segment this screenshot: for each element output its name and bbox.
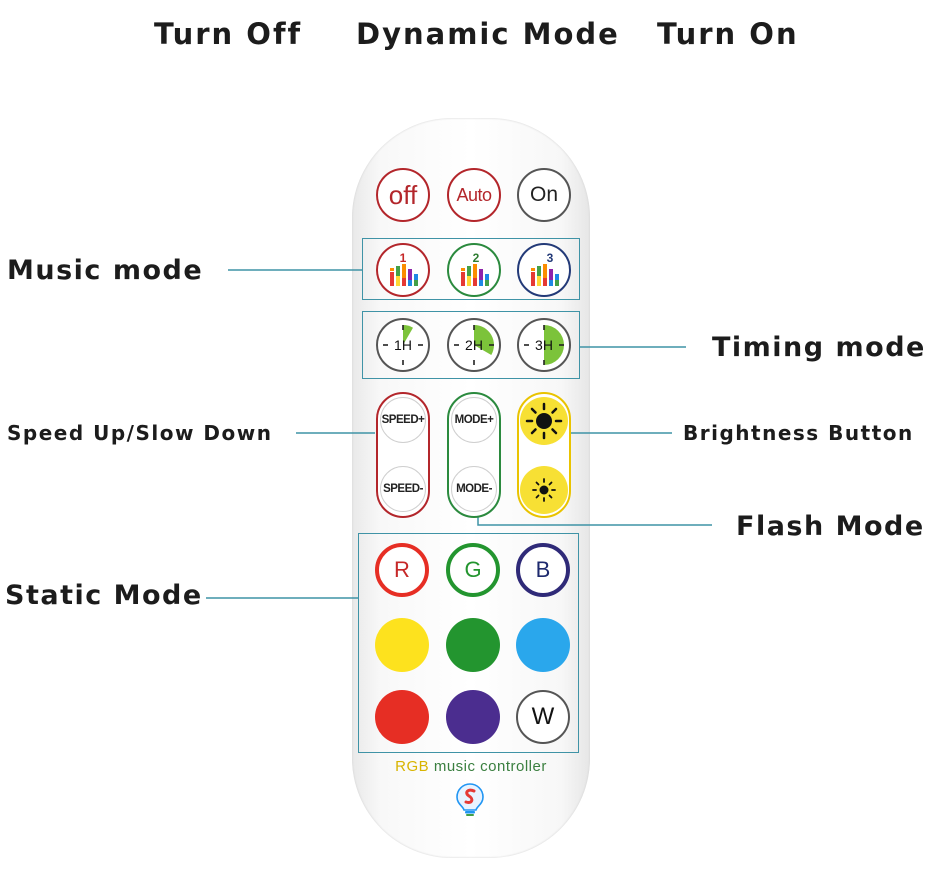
on-button[interactable]: On <box>517 168 571 222</box>
speed-label: Speed Up/Slow Down <box>7 421 273 445</box>
blue-button-label: B <box>535 557 551 582</box>
red-button-label: R <box>394 557 410 582</box>
mode-pill: MODE+ MODE- <box>447 392 501 518</box>
timer-2h-label: 2H <box>465 337 483 353</box>
brand-rest: music controller <box>429 758 547 775</box>
brightness-up-button[interactable] <box>520 397 568 445</box>
mode-down-button[interactable]: MODE- <box>451 466 497 512</box>
red-button[interactable]: R <box>375 543 429 597</box>
music-mode-2-number: 2 <box>473 251 480 265</box>
timer-1h-label: 1H <box>394 337 412 353</box>
turn-off-label: Turn Off <box>154 17 303 51</box>
music-mode-1-button[interactable]: 1 <box>376 243 430 297</box>
auto-button-label: Auto <box>456 184 492 205</box>
equalizer-icon: 3 <box>531 251 559 286</box>
timer-3h-label: 3H <box>535 337 553 353</box>
sun-icon <box>525 402 563 440</box>
logo-icon <box>456 783 484 816</box>
timer-1h-button[interactable]: 1H <box>376 318 430 372</box>
purple-button[interactable] <box>446 690 500 744</box>
brand-rgb: RGB <box>395 758 430 775</box>
off-button[interactable]: off <box>376 168 430 222</box>
music-mode-label: Music mode <box>7 255 204 286</box>
speed-up-label: SPEED+ <box>381 414 425 426</box>
clock-icon: 2H <box>454 325 494 365</box>
yellow-button[interactable] <box>375 618 429 672</box>
sun-icon <box>532 478 556 502</box>
static-mode-label: Static Mode <box>5 580 203 611</box>
green-button-label: G <box>464 557 482 582</box>
timer-3h-button[interactable]: 3H <box>517 318 571 372</box>
brightness-down-button[interactable] <box>520 466 568 514</box>
flash-mode-label: Flash Mode <box>736 511 925 542</box>
brightness-label: Brightness Button <box>683 421 914 445</box>
white-button[interactable]: W <box>516 690 570 744</box>
speed-up-button[interactable]: SPEED+ <box>380 397 426 443</box>
music-mode-3-number: 3 <box>547 251 554 265</box>
sky-blue-button[interactable] <box>516 618 570 672</box>
speed-down-label: SPEED- <box>383 483 423 495</box>
dark-green-button[interactable] <box>446 618 500 672</box>
flash-leader <box>477 510 712 526</box>
timing-group-box <box>362 311 580 379</box>
mode-up-label: MODE+ <box>454 414 494 426</box>
music-mode-1-number: 1 <box>400 251 407 265</box>
auto-button[interactable]: Auto <box>447 168 501 222</box>
mode-up-button[interactable]: MODE+ <box>451 397 497 443</box>
clock-icon: 1H <box>383 325 423 365</box>
equalizer-icon: 2 <box>461 251 489 286</box>
dynamic-mode-label: Dynamic Mode <box>356 17 620 51</box>
turn-on-label: Turn On <box>657 17 799 51</box>
music-mode-3-button[interactable]: 3 <box>517 243 571 297</box>
timing-mode-label: Timing mode <box>712 332 926 363</box>
equalizer-icon: 1 <box>390 251 418 286</box>
off-button-label: off <box>388 179 418 210</box>
music-group-box <box>362 238 580 300</box>
orange-red-button[interactable] <box>375 690 429 744</box>
mode-down-label: MODE- <box>456 483 492 495</box>
white-button-label: W <box>531 703 555 730</box>
music-mode-2-button[interactable]: 2 <box>447 243 501 297</box>
speed-down-button[interactable]: SPEED- <box>380 466 426 512</box>
green-button[interactable]: G <box>446 543 500 597</box>
brand-text: RGB music controller <box>352 758 590 775</box>
static-group-box <box>358 533 579 753</box>
speed-pill: SPEED+ SPEED- <box>376 392 430 518</box>
on-button-label: On <box>529 183 558 206</box>
timer-2h-button[interactable]: 2H <box>447 318 501 372</box>
brightness-pill <box>517 392 571 518</box>
blue-button[interactable]: B <box>516 543 570 597</box>
clock-icon: 3H <box>524 325 564 365</box>
